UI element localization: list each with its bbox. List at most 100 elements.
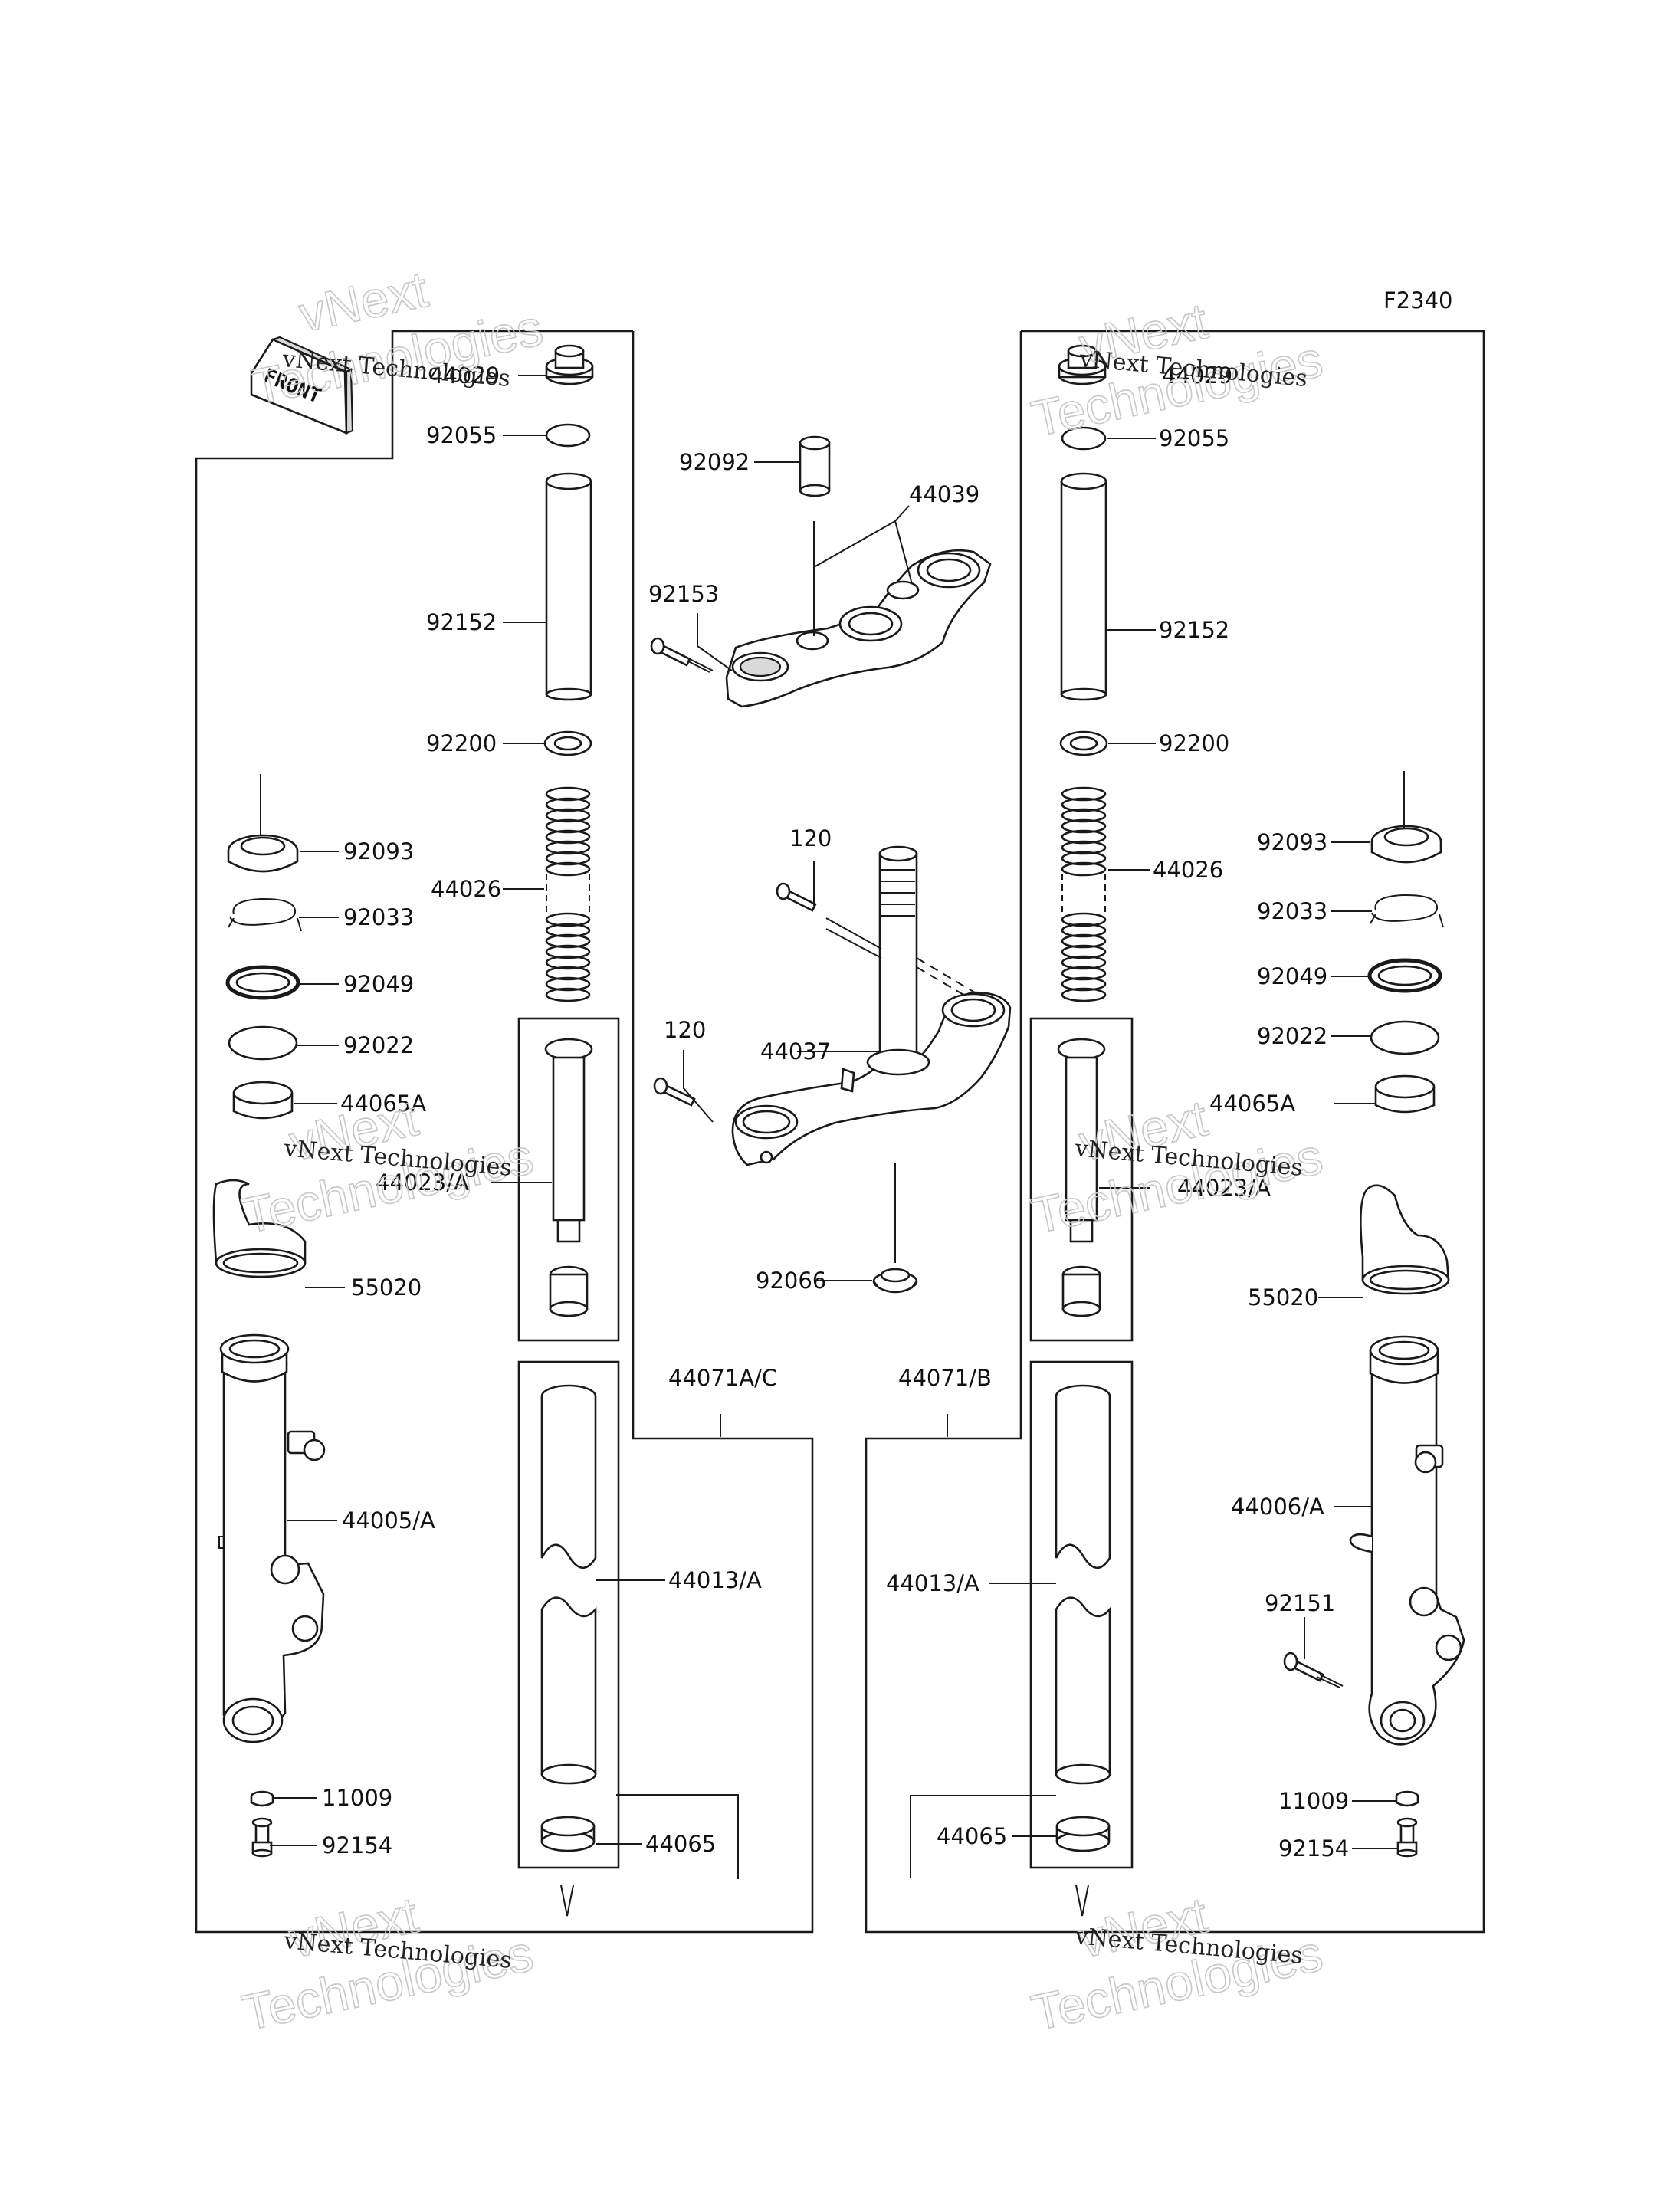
- right-label-outer-tube: 44006/A: [1231, 1494, 1324, 1520]
- left-gasket-icon: [250, 1790, 274, 1807]
- right-label-assembly: 44071/B: [898, 1365, 992, 1391]
- label-upper-bracket: 44039: [909, 481, 979, 507]
- right-label-bolt: 92154: [1278, 1835, 1349, 1862]
- left-o-ring-icon: [545, 423, 591, 448]
- left-cap-bolt-icon: [545, 344, 594, 385]
- left-frame: [195, 330, 814, 1934]
- right-label-oil-seal: 92049: [1257, 963, 1327, 989]
- right-label-washer2: 92022: [1257, 1023, 1327, 1049]
- left-washer2-icon: [228, 1025, 298, 1061]
- right-inner-box: [1029, 1360, 1134, 1869]
- right-label-bushing: 44065: [937, 1823, 1007, 1849]
- left-label-outer-tube: 44005/A: [342, 1507, 435, 1533]
- left-label-washer: 92200: [426, 730, 497, 756]
- left-label-washer2: 92022: [343, 1032, 414, 1058]
- right-label-o-ring: 92055: [1159, 425, 1229, 451]
- left-oil-seal-icon: [225, 965, 300, 1000]
- left-label-spacer: 92152: [426, 609, 497, 635]
- left-inner-tube-icon: [540, 1384, 597, 1785]
- right-label-bushing-a: 44065A: [1209, 1091, 1295, 1117]
- left-label-spring: 44026: [431, 876, 501, 902]
- label-stem-bolt-upper: 120: [789, 825, 832, 851]
- right-label-guard: 55020: [1248, 1284, 1318, 1310]
- right-label-cap: 44029: [1162, 362, 1232, 389]
- left-cylinder-icon: [544, 1038, 593, 1317]
- label-stem-bolt-lower: 120: [664, 1017, 706, 1043]
- left-label-assembly: 44071A/C: [668, 1365, 777, 1391]
- right-bushing-a-icon: [1374, 1074, 1436, 1114]
- right-spacer-pipe-icon: [1060, 472, 1107, 701]
- stem-bolt-upper-icon: [776, 882, 817, 912]
- left-label-dust-seal: 92093: [343, 838, 414, 864]
- left-fork-parts: [212, 344, 597, 1858]
- label-collar: 92092: [679, 449, 750, 475]
- left-label-guard: 55020: [351, 1274, 422, 1301]
- left-bushing-a-icon: [232, 1081, 294, 1120]
- stem-bolt-lower-icon: [653, 1077, 696, 1107]
- right-snap-ring-icon: [1370, 894, 1444, 928]
- left-dust-seal-icon: [227, 834, 299, 873]
- right-spring-icon: [1061, 786, 1107, 1002]
- right-leaders: [910, 438, 1405, 1917]
- left-label-gasket: 11009: [322, 1785, 392, 1811]
- left-bolt-icon: [251, 1817, 273, 1858]
- right-label-gasket: 11009: [1278, 1788, 1349, 1814]
- left-label-cap: 44029: [429, 362, 500, 389]
- left-label-snap-ring: 92033: [343, 904, 414, 930]
- left-outer-tube-icon: [218, 1333, 326, 1743]
- right-washer2-icon: [1370, 1020, 1440, 1055]
- right-o-ring-icon: [1061, 426, 1107, 451]
- right-cylinder-icon: [1057, 1038, 1106, 1317]
- right-guard-icon: [1360, 1184, 1450, 1295]
- right-label-cylinder: 44023/A: [1177, 1175, 1271, 1201]
- right-label-snap-ring: 92033: [1257, 898, 1327, 924]
- upper-bracket-icon: [725, 549, 992, 708]
- right-bolt-icon: [1396, 1817, 1418, 1858]
- label-stem-nut: 92066: [756, 1268, 826, 1294]
- right-label-spacer: 92152: [1159, 617, 1229, 643]
- right-dust-seal-icon: [1370, 825, 1442, 864]
- front-arrow-icon: FRONT: [250, 336, 354, 435]
- left-label-cylinder: 44023/A: [376, 1169, 469, 1196]
- right-outer-tube-icon: [1349, 1335, 1465, 1746]
- left-bushing-icon: [540, 1816, 596, 1852]
- right-frame: [865, 330, 1485, 1934]
- diagram-code: F2340: [1383, 287, 1452, 313]
- right-washer-icon: [1059, 730, 1108, 756]
- left-label-o-ring: 92055: [426, 422, 497, 448]
- left-inner-box: [517, 1360, 620, 1869]
- right-label-axle-bolt: 92151: [1265, 1590, 1335, 1616]
- frames: [195, 330, 1485, 1934]
- center-parts: [650, 435, 1012, 1294]
- center-leaders: [683, 461, 982, 1281]
- stem-nut-icon: [872, 1268, 918, 1294]
- right-bushing-icon: [1055, 1816, 1111, 1852]
- right-oil-seal-icon: [1367, 958, 1442, 993]
- left-labels: 44029 92055 92152 92200 44026 92093 9203…: [322, 362, 777, 1858]
- right-axle-bolt-icon: [1283, 1652, 1344, 1688]
- right-label-washer: 92200: [1159, 730, 1229, 756]
- right-inner-tube-icon: [1055, 1384, 1111, 1785]
- left-label-oil-seal: 92049: [343, 971, 414, 997]
- center-labels: 92092 44039 92153 120 44037 120 92066: [648, 449, 979, 1294]
- right-label-inner-tube: 44013/A: [886, 1570, 979, 1596]
- right-fork-parts: [1055, 344, 1465, 1858]
- right-labels: 44029 92055 92152 92200 44026 92093 9203…: [886, 362, 1349, 1862]
- left-guard-icon: [212, 1179, 307, 1278]
- upper-bolt-icon: [650, 637, 714, 673]
- left-label-inner-tube: 44013/A: [668, 1567, 762, 1593]
- left-cylinder-box: [517, 1017, 620, 1342]
- label-stem: 44037: [760, 1038, 831, 1064]
- left-leaders: [260, 375, 739, 1917]
- left-snap-ring-icon: [228, 897, 302, 932]
- right-label-dust-seal: 92093: [1257, 829, 1327, 855]
- left-label-bushing-a: 44065A: [340, 1091, 426, 1117]
- left-label-bushing: 44065: [645, 1831, 716, 1857]
- collar-icon: [799, 435, 831, 497]
- right-gasket-icon: [1395, 1790, 1419, 1807]
- right-cap-bolt-icon: [1058, 344, 1107, 385]
- steering-stem-icon: [731, 845, 1012, 1166]
- left-spring-icon: [545, 786, 591, 1002]
